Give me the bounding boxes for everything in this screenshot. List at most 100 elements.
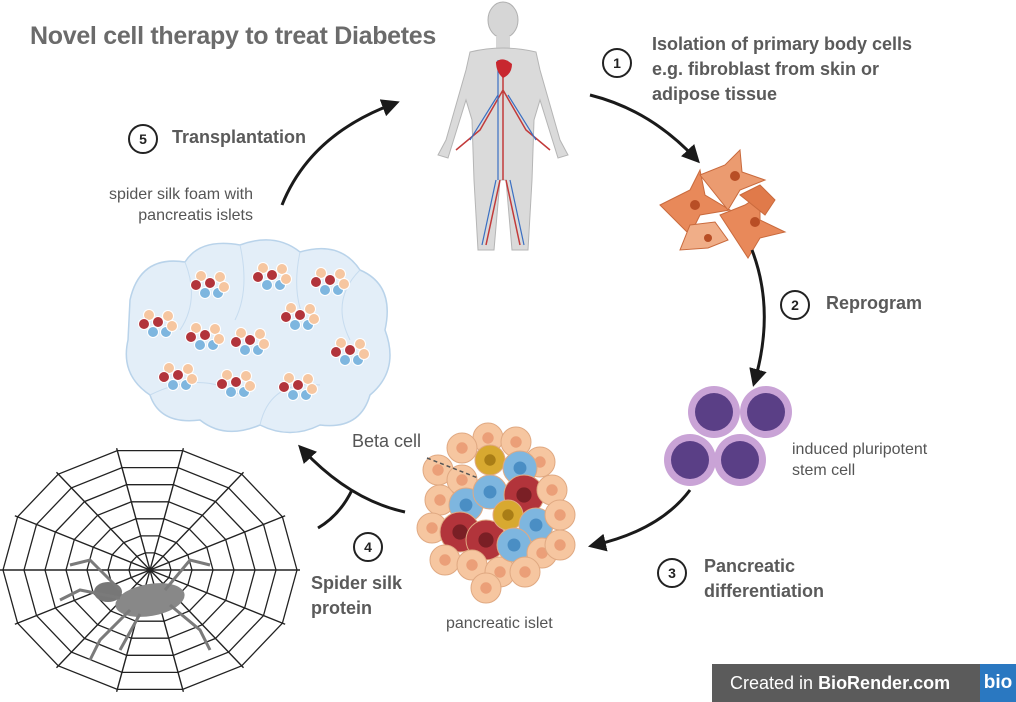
foam-cell [167,379,179,391]
foam-cell [287,389,299,401]
web-ring [23,466,277,674]
islet-cell-nucleus [452,524,468,540]
web-spoke [14,515,151,571]
foam-cell [339,354,351,366]
foam-cell [280,273,292,285]
footer-brand: BioRender.com [818,673,951,693]
web-ring [44,484,256,656]
islet-cell-nucleus [554,509,566,521]
step-title-1-line-2: e.g. fibroblast from skin or [652,59,880,79]
step-number-5: 5 [128,124,158,154]
islet-cell-nucleus [482,432,494,444]
foam-caption-line-2: pancreatis islets [138,207,253,224]
islet-cell-nucleus [456,474,468,486]
web-spoke [149,515,286,571]
step-title-1-line-3: adipose tissue [652,84,778,104]
foam-cell [257,262,269,274]
foam-cell [216,378,228,390]
foam-cell [186,373,198,385]
foam-cell [147,326,159,338]
foam-cell [338,278,350,290]
foam-cell [162,310,174,322]
foam-cell [163,362,175,374]
islet-cell-nucleus [494,566,506,578]
islet-cell-nucleus [480,582,492,594]
step-title-4-line-2: protein [311,598,372,618]
foam-cell [324,274,336,286]
foam-cell [358,348,370,360]
foam-cell [199,287,211,299]
web-spoke [149,447,185,571]
foam-cell [258,338,270,350]
arrow-step3 [587,489,692,552]
arrow-step4-branch [317,489,354,530]
foam-caption: spider silk foam with pancreatis islets [95,184,253,226]
foam-cell [254,328,266,340]
islet-cell-nucleus [516,487,532,503]
arrow-step5 [280,99,400,206]
foam-cell [319,284,331,296]
foam-cell [294,309,306,321]
arrow-step4 [298,444,406,514]
islet-cell-nucleus [546,484,558,496]
foam-cell [304,303,316,315]
islet-cell-nucleus [483,485,497,499]
islet-cell-nucleus [536,547,548,559]
foam-cell [278,381,290,393]
step-number-1: 1 [602,48,632,78]
foam-cell [252,271,264,283]
islet-cell-nucleus [502,509,514,521]
foam-cell [182,363,194,375]
islet-cell-nucleus [466,559,478,571]
footer-prefix: Created in [730,673,819,693]
foam-cell [230,336,242,348]
foam-cell [185,331,197,343]
step-title-3-line-1: Pancreatic [704,556,796,576]
foam-cell [138,318,150,330]
web-spoke [149,471,245,571]
foam-cell [261,279,273,291]
foam-cell [292,379,304,391]
islet-cell-nucleus [456,442,468,454]
diagram-title: Novel cell therapy to treat Diabetes [30,22,437,50]
web-ring [65,501,235,639]
islet-cell-nucleus [484,454,496,466]
islet-cell-nucleus [426,522,438,534]
islet-cell-nucleus [529,518,543,532]
step-title-3: Pancreatic differentiation [704,554,824,604]
beta-cell-label: Beta cell [352,431,422,451]
foam-cell [190,322,202,334]
islet-caption: pancreatic islet [446,615,553,632]
ipsc-caption-line-1: induced pluripotent [792,441,928,458]
islet-cell-nucleus [439,554,451,566]
step-title-1: Isolation of primary body cells e.g. fib… [652,32,912,107]
step-title-1-line-1: Isolation of primary body cells [652,34,913,54]
foam-cell [244,380,256,392]
foam-cell [204,277,216,289]
foam-cell [335,337,347,349]
islet-cell-nucleus [459,498,473,512]
foam-cell [225,386,237,398]
foam-cell [195,270,207,282]
islet-cell-nucleus [434,494,446,506]
foam-caption-line-1: spider silk foam with [108,186,253,203]
web-spoke [55,569,151,669]
step-title-4: Spider silk protein [311,571,402,621]
step-number-3: 3 [657,558,687,588]
foam-cell [213,333,225,345]
foam-cell [214,271,226,283]
beta-cell-pointer [426,457,479,479]
foam-cell [158,371,170,383]
human-body-figure [437,1,569,251]
step-number-2: 2 [780,290,810,320]
pancreatic-islet [416,422,576,604]
foam-cell [302,373,314,385]
foam-cell [315,267,327,279]
islet-cell-nucleus [510,436,522,448]
foam-cell [235,327,247,339]
foam-cell [244,334,256,346]
islet-cell-nucleus [554,539,566,551]
foam-cell [209,323,221,335]
foam-cell [330,346,342,358]
